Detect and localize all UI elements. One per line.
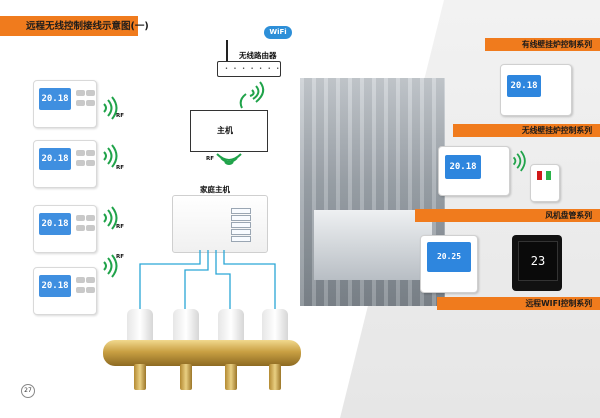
title-bar [0,16,138,36]
wiring [139,250,276,310]
manifold-icon [103,340,301,366]
wired-thermostat: 20.18 [500,64,572,116]
rf-label: RF [206,156,214,162]
wifi-badge: WiFi [264,26,292,39]
category-label: 有线壁挂炉控制系列 [485,38,600,51]
wifi-signal-icon [512,150,526,172]
wireless-thermostat: 20.18 [438,146,510,196]
host-box [190,110,268,152]
thermostat-4: 20.18 [33,267,97,315]
thermostat-display: 20.18 [39,88,71,110]
thermostat-3: 20.18 [33,205,97,253]
home-host-label: 家庭主机 [200,185,230,194]
wifi-thermostat-black: 23 [512,235,562,291]
wifi-signal-icon [103,206,118,230]
wifi-thermostat-white: 20.25 [420,235,478,293]
router-antenna [226,40,228,62]
page-number: 27 [21,384,35,398]
thermostat-display: 20.18 [39,275,71,297]
wifi-signal-icon [239,81,265,109]
page-title: 远程无线控制接线示意图(一) [26,21,149,32]
thermostat-display: 20.18 [39,148,71,170]
valve-actuator [173,309,199,343]
rf-label: RF [116,224,124,230]
thermostat-2: 20.18 [33,140,97,188]
thermostat-display: 20.18 [39,213,71,235]
rf-label: RF [116,254,124,260]
host-label: 主机 [217,126,233,135]
factory-photo [300,78,445,306]
valve-actuator [127,309,153,343]
router-icon [217,61,281,77]
wifi-signal-icon [103,96,118,120]
receiver-unit [530,164,560,202]
thermostat-1: 20.18 [33,80,97,128]
rf-label: RF [116,113,124,119]
rf-label: RF [116,165,124,171]
wifi-signal-icon [103,254,118,278]
category-label: 远程WIFI控制系列 [437,297,600,310]
wifi-signal-icon [103,144,118,168]
wifi-signal-icon [216,153,242,165]
home-host [172,195,268,253]
category-label: 无线壁挂炉控制系列 [453,124,600,137]
valve-actuator [262,309,288,343]
valve-actuator [218,309,244,343]
router-label: 无线路由器 [239,51,277,60]
category-label: 风机盘管系列 [415,209,600,222]
